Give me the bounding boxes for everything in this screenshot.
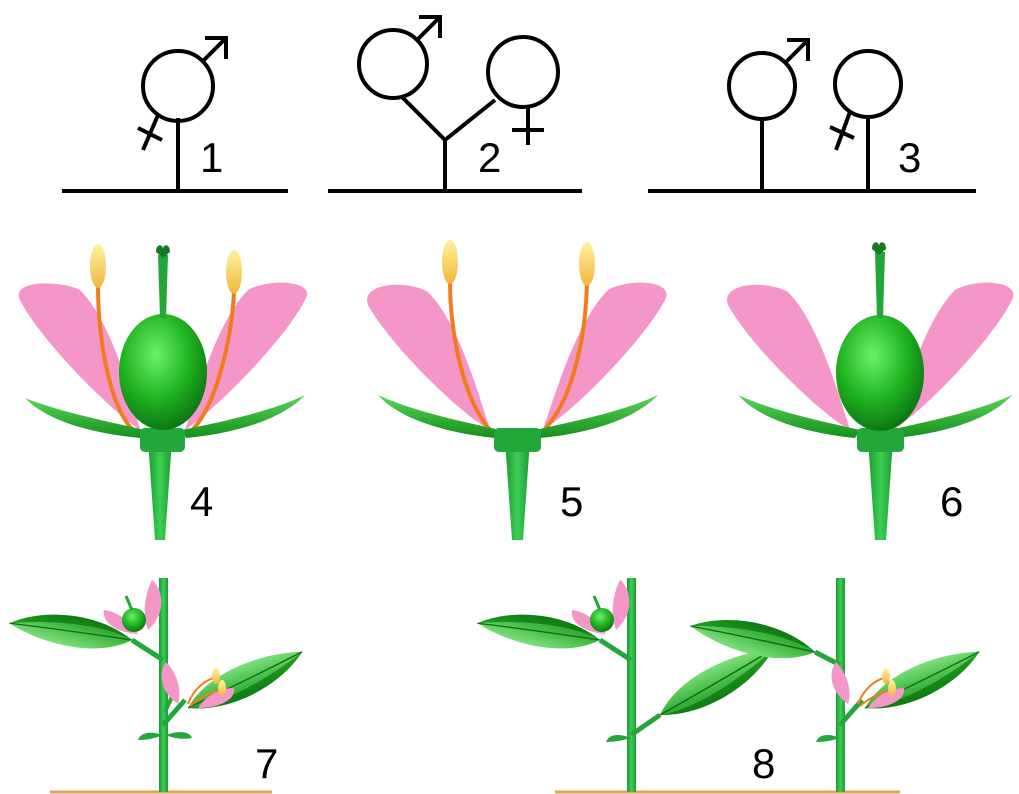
female-circle-icon <box>833 49 903 119</box>
label-6: 6 <box>940 478 963 525</box>
label-8: 8 <box>752 740 775 787</box>
panel-5-male-flower <box>367 240 667 540</box>
panel-8-dioecious-plants <box>474 578 989 794</box>
panel-3-separate-symbol <box>648 38 976 193</box>
sepal-left <box>738 395 860 438</box>
petal-left <box>727 284 850 430</box>
sepal-right <box>182 395 305 438</box>
label-4: 4 <box>190 478 213 525</box>
leaf-upper <box>474 597 603 665</box>
stigma <box>872 242 886 255</box>
sepal-right <box>890 395 1012 438</box>
male-arrow-icon <box>415 15 442 42</box>
label-2: 2 <box>478 134 501 181</box>
petal-left <box>18 283 140 430</box>
panel-6-female-flower <box>727 242 1014 540</box>
stamen-right <box>188 291 236 434</box>
female-flower-small <box>571 580 630 634</box>
leaf-upper <box>6 597 135 665</box>
male-flower-small <box>161 662 235 708</box>
panel-1-bisexual-symbol <box>62 36 288 193</box>
male-circle-icon <box>727 51 797 121</box>
receptacle <box>857 428 904 452</box>
style <box>875 252 885 318</box>
panel-7-monoecious-plant <box>6 578 312 794</box>
male-flower-small <box>831 662 905 708</box>
style <box>158 255 168 318</box>
male-arrow-icon <box>784 38 810 64</box>
panel-4-bisexual-flower <box>18 244 308 540</box>
ovary <box>836 315 924 431</box>
female-flower-small <box>103 580 162 634</box>
stamen-left <box>448 279 494 434</box>
stamen-right <box>540 281 589 434</box>
male-circle-icon <box>357 28 429 100</box>
anther-left <box>442 240 458 284</box>
receptacle <box>140 428 185 452</box>
sepal-left <box>378 395 500 438</box>
sepal-right <box>535 395 658 438</box>
label-7: 7 <box>255 740 278 787</box>
ovary <box>119 314 207 430</box>
flower-stalk <box>148 440 172 540</box>
label-1: 1 <box>200 134 223 181</box>
receptacle <box>494 428 541 452</box>
label-5: 5 <box>560 478 583 525</box>
sepal-left <box>25 398 145 438</box>
anther-left <box>90 244 106 288</box>
anther-right <box>226 250 242 294</box>
male-female-circle-icon <box>141 49 215 123</box>
male-arrow-icon <box>201 36 228 63</box>
anther-right <box>579 242 595 286</box>
panel-2-branched-symbol <box>328 15 582 193</box>
stamen-left <box>96 284 137 434</box>
petal-left <box>367 284 490 430</box>
petal-right <box>893 282 1014 430</box>
stem-female-plant <box>627 578 636 792</box>
flower-stalk <box>505 440 530 540</box>
flower-stalk <box>868 440 893 540</box>
label-3: 3 <box>898 134 921 181</box>
petal-right <box>543 282 667 430</box>
stigma <box>156 245 170 258</box>
female-circle-icon <box>486 35 560 109</box>
